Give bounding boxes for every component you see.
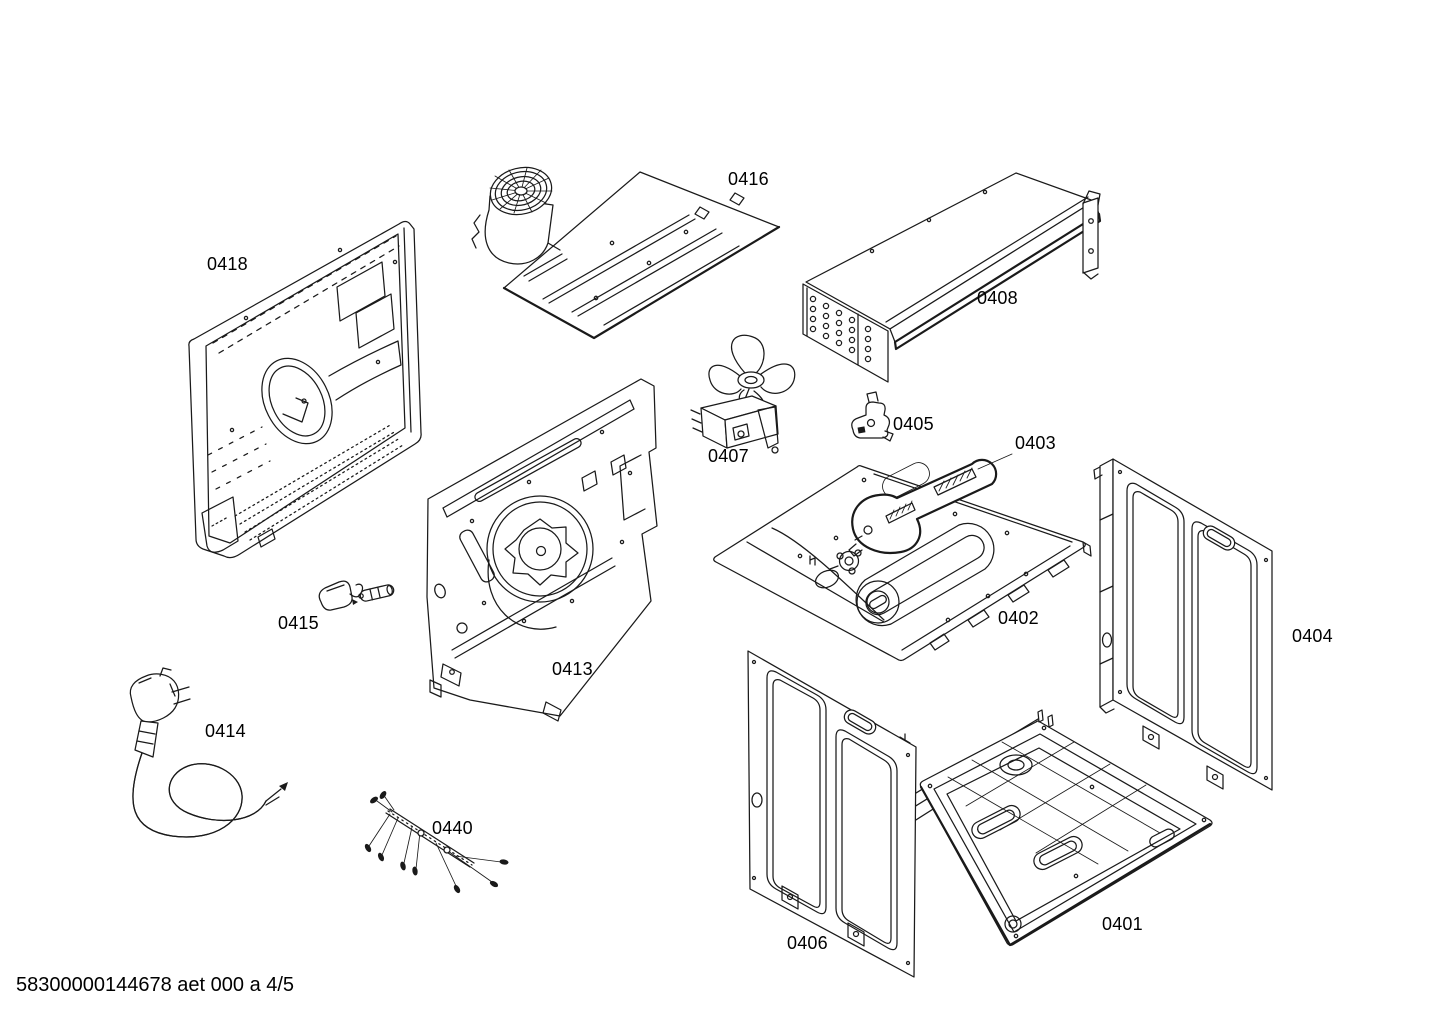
part-label-0405: 0405 <box>893 414 934 434</box>
part-label-0413: 0413 <box>552 659 593 679</box>
part-label-0415: 0415 <box>278 613 319 633</box>
part-drawing-fan-motor-0407 <box>690 334 796 454</box>
part-label-0416: 0416 <box>728 169 769 189</box>
part-drawing-cable-harness-0440 <box>364 791 509 894</box>
part-label-0402: 0402 <box>998 608 1039 628</box>
part-drawing-side-panel-right-0404 <box>1093 458 1273 791</box>
part-drawing-element-cover-0403 <box>848 458 998 557</box>
part-label-0401: 0401 <box>1102 914 1143 934</box>
part-drawing-thermal-switch-0405 <box>851 391 894 442</box>
part-drawing-bracket-0415 <box>318 580 395 611</box>
part-drawing-cover-0408 <box>802 172 1102 383</box>
part-drawing-power-cord-0414 <box>129 667 288 838</box>
part-label-0408: 0408 <box>977 288 1018 308</box>
leader-line-0403 <box>977 453 1013 470</box>
part-label-0440: 0440 <box>432 818 473 838</box>
part-label-0403: 0403 <box>1015 433 1056 453</box>
document-code: 58300000144678 aet 000 a 4/5 <box>16 974 295 996</box>
part-drawing-side-panel-left-0406 <box>747 650 917 978</box>
part-label-0407: 0407 <box>708 446 749 466</box>
part-label-0404: 0404 <box>1292 626 1333 646</box>
part-label-0414: 0414 <box>205 721 246 741</box>
part-drawing-rear-outer-panel-0418 <box>188 220 422 559</box>
part-drawing-oven-top-panel-0402 <box>713 462 1092 662</box>
part-label-0406: 0406 <box>787 933 828 953</box>
part-drawing-rear-inner-panel-0413 <box>426 378 658 722</box>
part-label-0418: 0418 <box>207 254 248 274</box>
part-drawing-top-duct-blower-0416 <box>471 166 781 340</box>
